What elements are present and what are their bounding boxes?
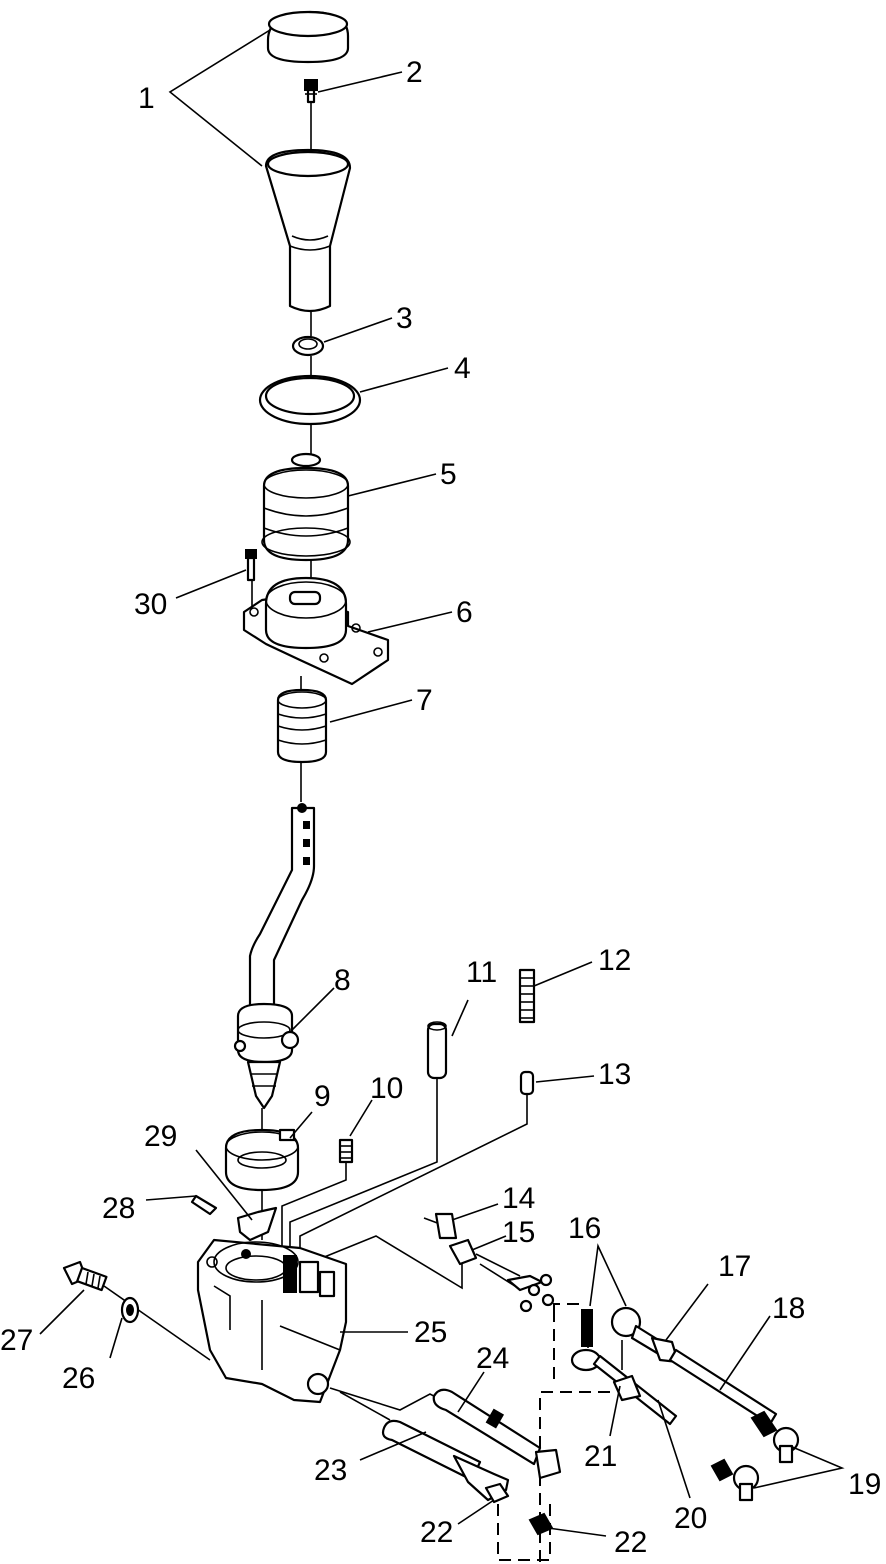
callout-23: 23 [314, 1454, 347, 1487]
callout-4: 4 [454, 352, 471, 385]
callout-16: 16 [568, 1212, 601, 1245]
shifter-bracket [242, 576, 390, 686]
callout-19: 19 [848, 1468, 881, 1501]
callout-26: 26 [62, 1362, 95, 1395]
callout-8: 8 [334, 964, 351, 997]
pivot-collar [224, 1128, 300, 1192]
detent-spring [518, 968, 536, 1024]
callout-1: 1 [138, 82, 155, 115]
callout-12: 12 [598, 944, 631, 977]
nut-lower [528, 1512, 554, 1536]
callout-18: 18 [772, 1292, 805, 1325]
callout-3: 3 [396, 302, 413, 335]
callout-21: 21 [584, 1440, 617, 1473]
rod-end-lower [710, 1458, 760, 1502]
shift-lever [233, 803, 316, 1110]
callout-14: 14 [502, 1182, 535, 1215]
callout-10: 10 [370, 1072, 403, 1105]
housing-bolt [62, 1260, 108, 1292]
lever-sleeve [276, 688, 328, 764]
callout-15: 15 [502, 1216, 535, 1249]
callout-leaders [39, 29, 845, 1537]
callout-9: 9 [314, 1080, 331, 1113]
callout-25: 25 [414, 1316, 447, 1349]
callout-13: 13 [598, 1058, 631, 1091]
knob-screw [304, 79, 318, 104]
callout-28: 28 [102, 1192, 135, 1225]
set-screw [338, 1138, 354, 1164]
callout-17: 17 [718, 1250, 751, 1283]
callout-2: 2 [406, 56, 423, 89]
callout-labels: 1 2 3 4 5 6 7 8 9 10 11 12 13 14 15 16 1… [0, 56, 881, 1559]
guide-pin [426, 1021, 448, 1080]
shift-boot [261, 452, 351, 562]
callout-11: 11 [466, 956, 497, 989]
detent-arm [236, 1206, 278, 1242]
shift-handle [264, 148, 352, 313]
cotter-pin [190, 1194, 218, 1216]
callout-20: 20 [674, 1502, 707, 1535]
assembly-axis-lines [103, 98, 623, 1453]
detent-plunger [519, 1070, 535, 1096]
callout-24: 24 [476, 1342, 509, 1375]
nut-upper [484, 1482, 510, 1504]
callout-27: 27 [0, 1324, 33, 1357]
callout-30: 30 [134, 588, 167, 621]
rod-end-upper [750, 1410, 800, 1464]
lower-link-rod [592, 1354, 678, 1426]
callout-22-upper: 22 [420, 1516, 453, 1549]
dashed-assembly-box [497, 1303, 610, 1562]
small-ring [291, 335, 325, 357]
switch-connector [448, 1238, 555, 1313]
callout-29: 29 [144, 1120, 177, 1153]
callout-5: 5 [440, 458, 457, 491]
callout-22-lower: 22 [614, 1526, 647, 1559]
callout-7: 7 [416, 684, 433, 717]
large-ring [258, 374, 362, 426]
neutral-switch [423, 1212, 458, 1240]
washer [120, 1296, 140, 1324]
callout-6: 6 [456, 596, 473, 629]
knob-cap [266, 10, 350, 64]
shifter-housing [196, 1238, 348, 1404]
bracket-screw [245, 549, 257, 582]
